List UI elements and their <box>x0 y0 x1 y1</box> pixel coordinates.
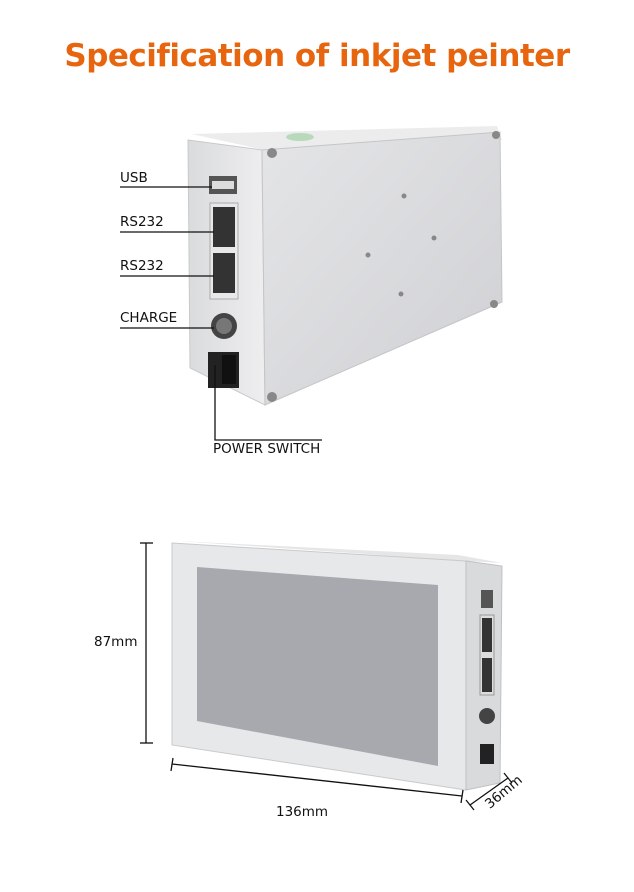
label-power-switch: POWER SWITCH <box>213 441 321 457</box>
dimension-lines <box>140 542 513 811</box>
label-rs232-2: RS232 <box>120 258 164 274</box>
label-usb: USB <box>120 170 148 186</box>
width-dimension: 136mm <box>276 804 329 820</box>
label-rs232-1: RS232 <box>120 214 164 230</box>
device-rear-view <box>120 126 503 441</box>
page-title: Specification of inkjet peinter <box>64 38 570 74</box>
rs232-port-2 <box>213 253 235 293</box>
device-front-view <box>140 541 513 811</box>
rs232-port-1 <box>213 207 235 247</box>
display-screen <box>197 567 438 766</box>
height-dimension: 87mm <box>94 634 138 650</box>
label-charge: CHARGE <box>120 310 178 326</box>
